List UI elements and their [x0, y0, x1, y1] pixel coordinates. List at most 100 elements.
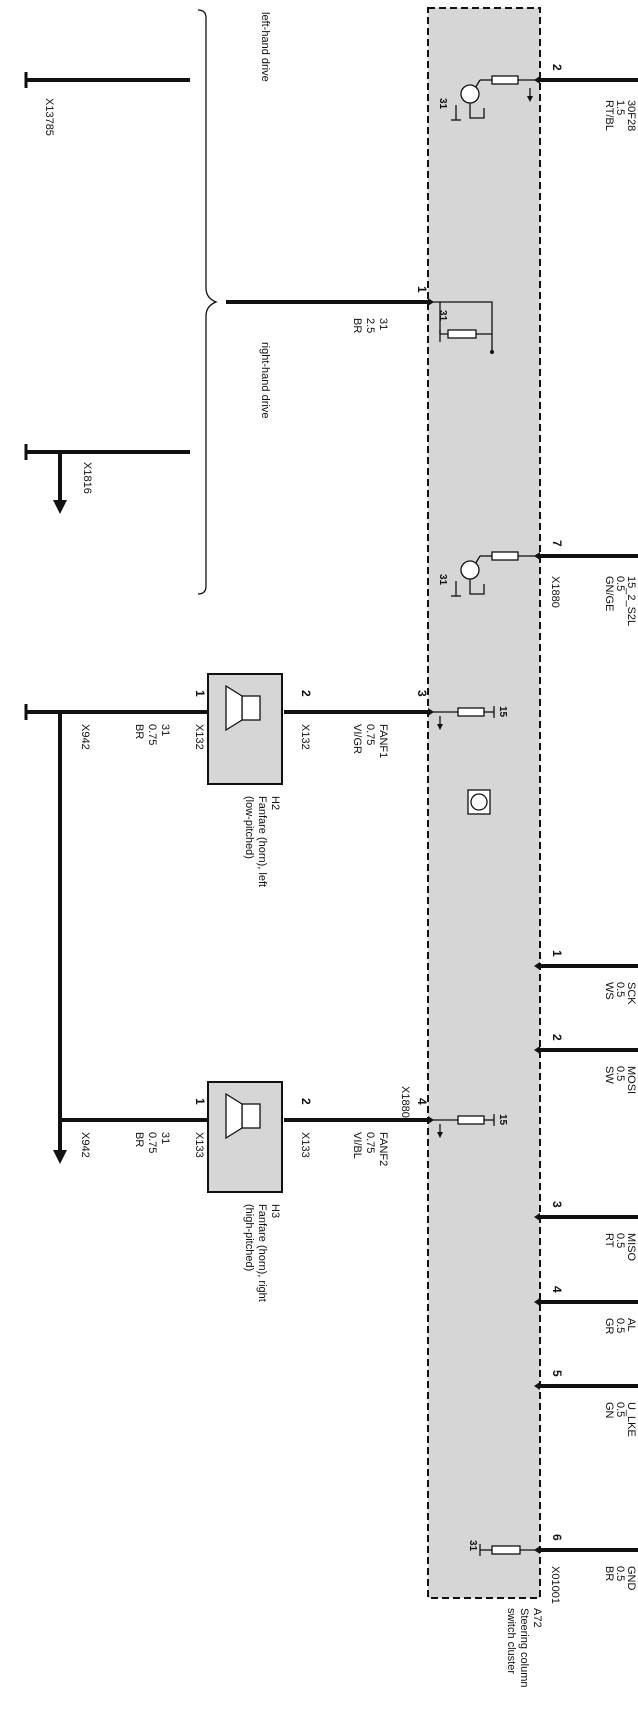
- connector-label: X1880: [399, 1086, 411, 1118]
- color-label: GR: [603, 1318, 615, 1335]
- horn-id: H3: [269, 1204, 281, 1218]
- size-label: 0.5: [614, 1233, 626, 1248]
- size-label: 0.5: [614, 1066, 626, 1081]
- size-label: 0.75: [146, 1132, 158, 1153]
- ground-point-label: X1816: [81, 462, 93, 494]
- svg-text:15: 15: [497, 706, 508, 718]
- size-label: 0.5: [614, 1318, 626, 1333]
- pin-label: 1: [193, 1098, 207, 1105]
- module-name-line2: switch cluster: [505, 1608, 517, 1674]
- pin-label: 1: [415, 286, 429, 293]
- size-label: 0.5: [614, 576, 626, 591]
- signal-label: MISO: [625, 1233, 637, 1262]
- size-label: 0.5: [614, 1566, 626, 1581]
- horn-h2: 3 2 1 X132 X132 FANF1 0.75 VI/GR 31 0.75…: [24, 673, 429, 887]
- svg-text:31: 31: [437, 98, 448, 110]
- drive-brace: [197, 9, 218, 595]
- module-id: A72: [531, 1608, 543, 1628]
- internal-ground-resistor: 31: [428, 301, 494, 354]
- module-symbol-icon: [467, 789, 491, 815]
- color-label: WS: [603, 982, 615, 1000]
- color-label: BR: [351, 318, 363, 333]
- ground-wire: 1 31 2.5 BR: [226, 286, 429, 333]
- horn-name-line2: (high-pitched): [243, 1204, 255, 1271]
- pin-label: 2: [550, 64, 564, 71]
- connector-label: X01001: [549, 1566, 561, 1604]
- horn-name-line2: (low-pitched): [243, 796, 255, 859]
- pin-label: 3: [415, 690, 429, 697]
- pin-label: 2: [550, 1034, 564, 1041]
- lhd-ground: X13785: [24, 72, 190, 136]
- color-label: SW: [603, 1066, 615, 1084]
- horn-icon: [225, 1092, 261, 1140]
- color-label: BR: [133, 1132, 145, 1147]
- ground-point-label: X942: [79, 1132, 91, 1158]
- signal-label: 30F28: [625, 100, 637, 131]
- x942-ground-bus: [53, 712, 67, 1164]
- pin-label: 7: [550, 540, 564, 547]
- conn-label: X132: [299, 724, 311, 750]
- signal-label: SCK: [625, 982, 637, 1005]
- module-left-arrows: [428, 298, 434, 1124]
- size-label: 2.5: [364, 318, 376, 333]
- size-label: 0.75: [364, 724, 376, 745]
- color-label: BR: [603, 1566, 615, 1581]
- terminal-label: 31: [159, 724, 171, 736]
- color-label: RT: [603, 1233, 615, 1248]
- internal-circuit-top: 31: [437, 75, 540, 121]
- right-wire-labels: 2 30F28 1.5 RT/BL 7 15_2_S2L 0.5 GN/GE 1…: [550, 64, 637, 1591]
- horn-id: H2: [269, 796, 281, 810]
- ground-point-label: X942: [79, 724, 91, 750]
- rhd-ground: X1816: [24, 444, 190, 514]
- conn-label: X133: [193, 1132, 205, 1158]
- lhd-label: left-hand drive: [259, 12, 271, 82]
- size-label: 0.75: [146, 724, 158, 745]
- internal-supply-resistors: 15 15: [428, 706, 508, 1138]
- rhd-label: right-hand drive: [259, 342, 271, 418]
- signal-label: AL: [625, 1318, 637, 1331]
- size-label: 0.5: [614, 1402, 626, 1417]
- pin-label: 2: [299, 690, 313, 697]
- signal-label: U_LKE: [625, 1402, 637, 1437]
- color-label: RT/BL: [603, 100, 615, 131]
- internal-gnd-resistor-bottom: 31: [467, 1540, 540, 1556]
- signal-label: GND: [625, 1566, 637, 1591]
- pin-label: 4: [550, 1286, 564, 1293]
- conn-label: X133: [299, 1132, 311, 1158]
- horn-h3: 4 2 1 X133 X133 FANF2 0.75 VI/BL 31 0.75…: [60, 1081, 429, 1302]
- module-name-line1: Steering column: [518, 1608, 530, 1688]
- pin-label: 5: [550, 1370, 564, 1377]
- conn-label: X132: [193, 724, 205, 750]
- pin-label: 4: [415, 1098, 429, 1105]
- pin-label: 6: [550, 1534, 564, 1541]
- color-label: VI/BL: [351, 1132, 363, 1159]
- color-label: GN: [603, 1402, 615, 1419]
- svg-text:31: 31: [467, 1540, 478, 1552]
- horn-icon: [225, 684, 261, 732]
- svg-text:31: 31: [437, 310, 448, 322]
- size-label: 0.5: [614, 982, 626, 997]
- color-label: VI/GR: [351, 724, 363, 754]
- svg-text:31: 31: [437, 574, 448, 586]
- connector-label: X1880: [549, 576, 561, 608]
- signal-label: FANF2: [377, 1132, 389, 1166]
- signal-label: FANF1: [377, 724, 389, 758]
- pin-label: 2: [299, 1098, 313, 1105]
- pin-label: 1: [193, 690, 207, 697]
- horn-name-line1: Fanfare (horn), right: [256, 1204, 268, 1302]
- horn-name-line1: Fanfare (horn), left: [256, 796, 268, 887]
- svg-text:15: 15: [497, 1114, 508, 1126]
- signal-label: 15_2_S2L: [625, 576, 637, 626]
- internal-circuit-mid: 31: [437, 551, 540, 597]
- pin-label: 1: [550, 950, 564, 957]
- color-label: GN/GE: [603, 576, 615, 611]
- color-label: BR: [133, 724, 145, 739]
- size-label: 1.5: [614, 100, 626, 115]
- terminal-label: 31: [159, 1132, 171, 1144]
- size-label: 0.75: [364, 1132, 376, 1153]
- terminal-label: 31: [377, 318, 389, 330]
- right-wires: [540, 78, 638, 1552]
- signal-label: MOSI: [625, 1066, 637, 1094]
- pin-label: 3: [550, 1201, 564, 1208]
